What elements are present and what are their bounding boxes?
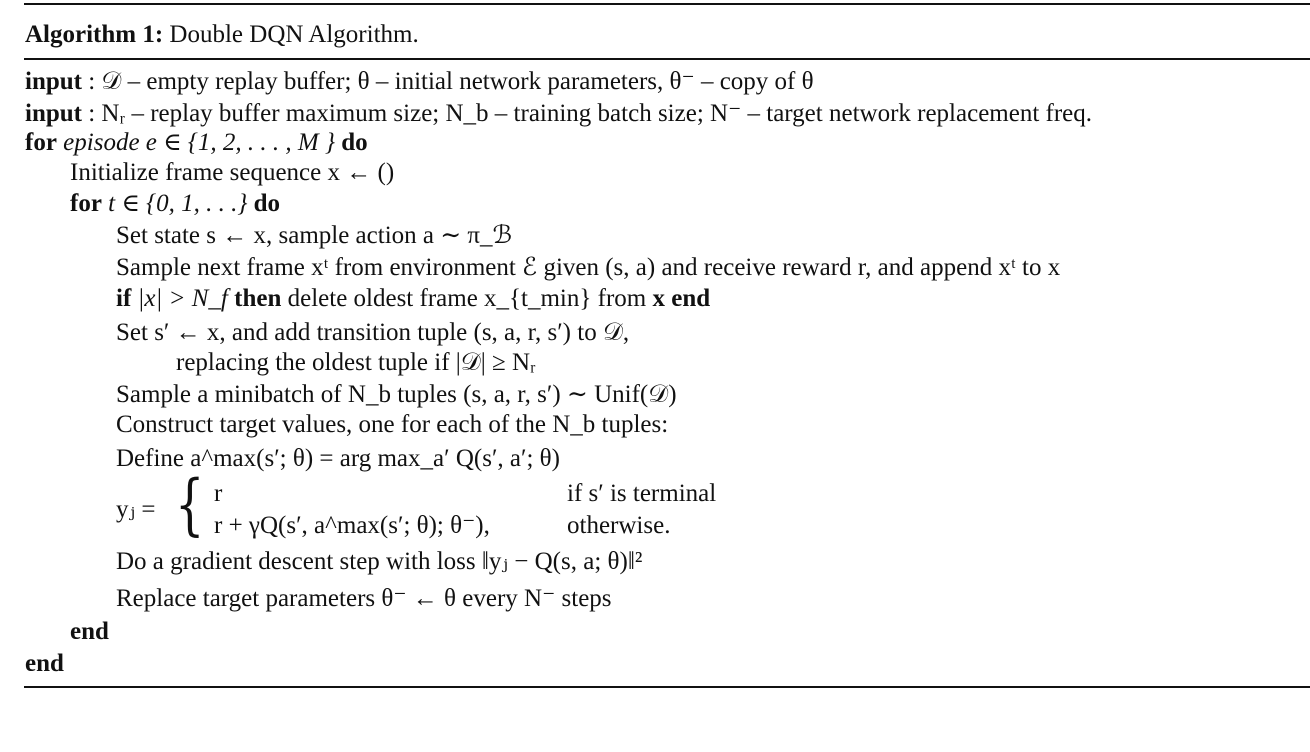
for-episode-line: for episode e ∈ {1, 2, . . . , M } do [25, 128, 368, 158]
sample-frame-line: Sample next frame xᵗ from environment ℰ … [116, 254, 1061, 281]
define-line: Define a^max(s′; θ) = arg max_a′ Q(s′, a… [116, 445, 560, 472]
episode-word: episode [63, 129, 140, 156]
algorithm-label: Algorithm 1: [25, 21, 164, 48]
case-2-expr: r + γQ(s′, a^max(s′; θ); θ⁻), [214, 512, 490, 539]
algorithm-caption: Algorithm 1: Double DQN Algorithm. [25, 20, 419, 50]
if-line: if |x| > N_f then delete oldest frame x_… [116, 284, 710, 314]
for-t-line: for t ∈ {0, 1, . . .} do [70, 189, 280, 219]
kw-for: for [70, 190, 102, 217]
input-line-2: input : Nᵣ – replay buffer maximum size;… [25, 99, 1092, 129]
kw-do: do [341, 129, 368, 156]
input-2-text: : Nᵣ – replay buffer maximum size; N_b –… [88, 100, 1093, 127]
input-line-1: input : 𝒟 – empty replay buffer; θ – ini… [25, 67, 814, 97]
minibatch-line: Sample a minibatch of N_b tuples (s, a, … [116, 381, 677, 408]
bottom-rule [24, 686, 1310, 688]
end-outer: end [25, 650, 64, 677]
kw-then: then [234, 285, 282, 312]
left-brace: { [175, 466, 205, 543]
kw-input: input [25, 68, 82, 95]
construct-line: Construct target values, one for each of… [116, 411, 669, 438]
set-sprime-line: Set s′ ← x, and add transition tuple (s,… [116, 319, 630, 346]
kw-input: input [25, 100, 82, 127]
case-2-cond: otherwise. [567, 512, 671, 539]
input-1-text: : 𝒟 – empty replay buffer; θ – initial n… [88, 68, 814, 95]
case-1-cond: if s′ is terminal [567, 480, 717, 507]
if-body: delete oldest frame x_{t_min} from [281, 285, 653, 312]
if-tail: x [652, 285, 665, 312]
algorithm-title: Double DQN Algorithm. [169, 21, 419, 48]
gradient-line: Do a gradient descent step with loss ‖yⱼ… [116, 548, 643, 575]
top-rule [24, 3, 1310, 5]
t-range: t ∈ {0, 1, . . .} [101, 190, 254, 217]
kw-for: for [25, 129, 57, 156]
kw-end: end [671, 285, 711, 312]
replacing-line: replacing the oldest tuple if |𝒟| ≥ Nᵣ [176, 349, 536, 376]
kw-if: if [116, 285, 132, 312]
replace-target-line: Replace target parameters θ⁻ ← θ every N… [116, 585, 612, 612]
caption-rule [24, 58, 1310, 60]
if-condition: |x| > N_f [131, 285, 235, 312]
kw-do: do [253, 190, 281, 217]
init-frame-line: Initialize frame sequence x ← () [70, 159, 395, 186]
end-inner: end [70, 618, 109, 645]
set-state-line: Set state s ← x, sample action a ∼ π_ℬ [116, 222, 513, 249]
episode-range: e ∈ {1, 2, . . . , M } [139, 129, 342, 156]
yj-lhs: yⱼ = [116, 496, 156, 523]
case-1-expr: r [214, 480, 223, 507]
